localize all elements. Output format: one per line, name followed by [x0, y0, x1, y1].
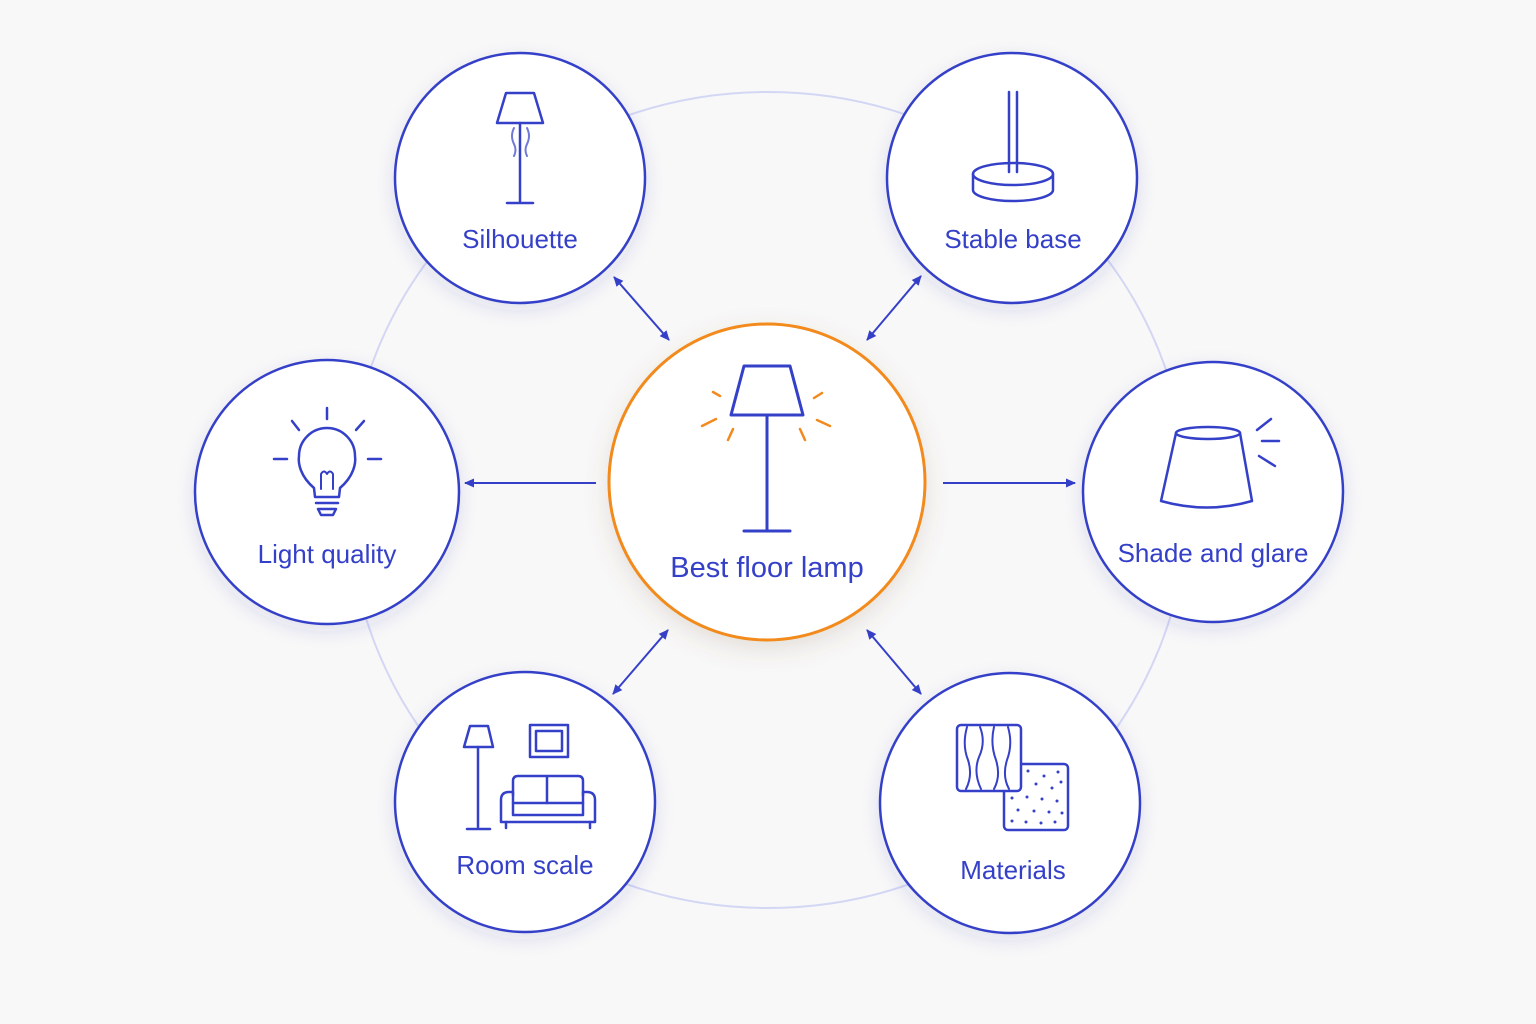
material-swatches-icon	[955, 723, 1070, 832]
room-sofa-lamp-icon	[462, 723, 597, 831]
connectors	[464, 275, 1076, 695]
node-room-scale-label: Room scale	[456, 850, 593, 880]
node-materials: Materials	[878, 671, 1142, 935]
node-light-quality: Light quality	[193, 358, 461, 626]
connector-silhouette	[613, 276, 670, 341]
lamp-shade-icon	[1159, 417, 1281, 509]
floor-lamp-glowing-icon	[700, 364, 832, 533]
connector-room-scale	[612, 629, 669, 695]
node-stable-base: Stable base	[885, 51, 1139, 305]
connector-stable-base	[866, 275, 922, 341]
node-shade-and-glare: Shade and glare	[1081, 360, 1345, 624]
center-label: Best floor lamp	[670, 552, 863, 584]
light-bulb-icon	[272, 406, 383, 517]
floor-lamp-icon	[495, 91, 545, 205]
node-light-quality-label: Light quality	[258, 539, 397, 569]
node-stable-base-label: Stable base	[944, 224, 1081, 254]
node-silhouette-label: Silhouette	[462, 224, 578, 254]
lamp-base-icon	[971, 90, 1055, 203]
node-silhouette: Silhouette	[393, 51, 647, 305]
node-materials-label: Materials	[960, 855, 1065, 885]
center-node: Best floor lamp	[607, 322, 927, 642]
node-shade-and-glare-label: Shade and glare	[1118, 538, 1309, 568]
connector-materials	[866, 629, 922, 695]
node-room-scale: Room scale	[393, 670, 657, 934]
